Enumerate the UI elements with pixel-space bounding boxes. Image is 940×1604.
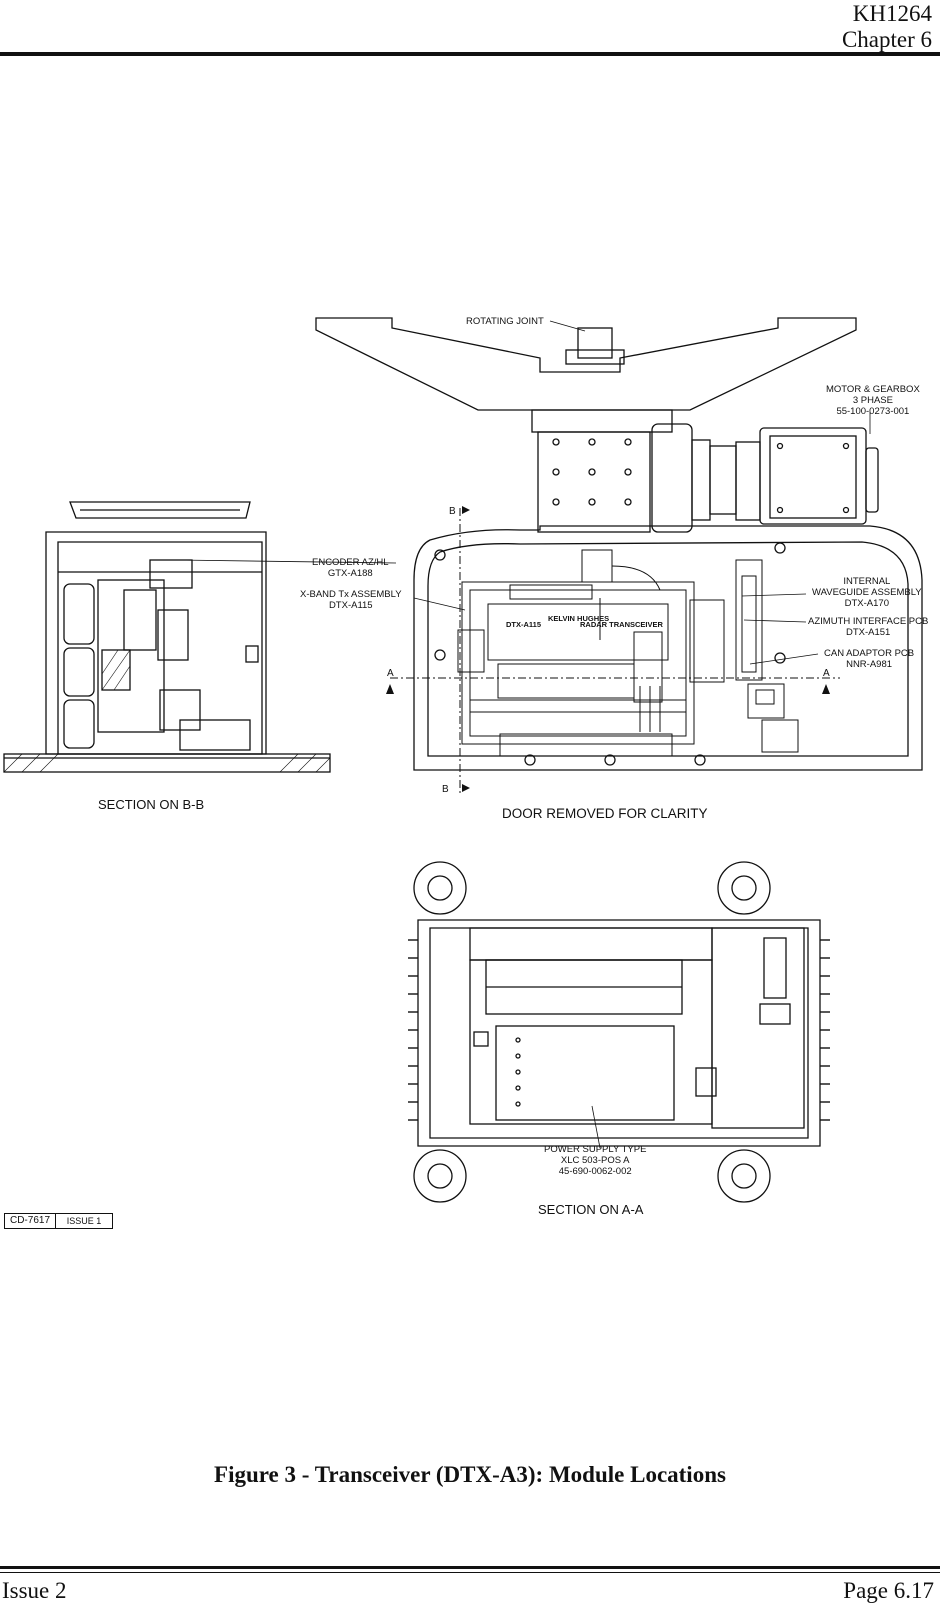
antenna-yoke [315,317,857,411]
footer-rule-thin [0,1572,940,1573]
document-id: KH1264 [852,1,932,26]
label-encoder: ENCODER AZ/HL GTX-A188 [312,557,389,579]
section-aa-fins [408,939,830,1121]
label-rotating-joint: ROTATING JOINT [466,316,544,327]
leader-lines [177,320,871,1149]
section-aa-drawing [413,861,821,1203]
section-markers: A A B B [387,506,830,795]
motor-gearbox [651,423,879,533]
label-door-removed: DOOR REMOVED FOR CLARITY [502,806,708,821]
internal-chassis [457,549,799,757]
label-xband-tx: X-BAND Tx ASSEMBLY DTX-A115 [300,589,402,611]
marker-b-top: B [449,506,456,517]
section-bb-drawing [3,501,331,773]
drawing-number-box: CD-7617 ISSUE 1 [4,1213,113,1229]
label-power-supply: POWER SUPPLY TYPE XLC 503-POS A 45-690-0… [544,1144,647,1177]
cd-number: CD-7617 [5,1214,56,1228]
marker-a-right: A [823,668,830,679]
header-rule [0,52,940,56]
pedestal-column [531,409,673,533]
label-section-aa: SECTION ON A-A [538,1202,644,1217]
drawing-issue: ISSUE 1 [66,1216,102,1226]
module-brand: KELVIN HUGHES [548,614,609,623]
footer-issue: Issue 2 [2,1578,67,1603]
module-id: DTX-A115 [506,620,541,629]
footer-rule-thick [0,1566,940,1569]
marker-a-left: A [387,668,394,679]
label-internal-waveguide: INTERNAL WAVEGUIDE ASSEMBLY DTX-A170 [812,576,922,609]
section-arrows [386,506,830,792]
main-enclosure [413,525,923,771]
section-bb-hatching [3,649,331,773]
label-motor-gearbox: MOTOR & GEARBOX 3 PHASE 55-100-0273-001 [826,384,920,417]
footer-page: Page 6.17 [843,1578,934,1603]
label-section-bb: SECTION ON B-B [98,797,205,812]
section-lines [390,508,840,796]
figure-caption: Figure 3 - Transceiver (DTX-A3): Module … [214,1462,726,1487]
label-can-adaptor: CAN ADAPTOR PCB NNR-A981 [824,648,915,670]
module-name: RADAR TRANSCEIVER [580,620,664,629]
marker-b-bottom: B [442,784,449,795]
label-azimuth-interface: AZIMUTH INTERFACE PCB DTX-A151 [808,616,929,638]
module-nameplate: KELVIN HUGHES DTX-A115 RADAR TRANSCEIVER [506,614,664,629]
chapter-label: Chapter 6 [841,27,932,52]
